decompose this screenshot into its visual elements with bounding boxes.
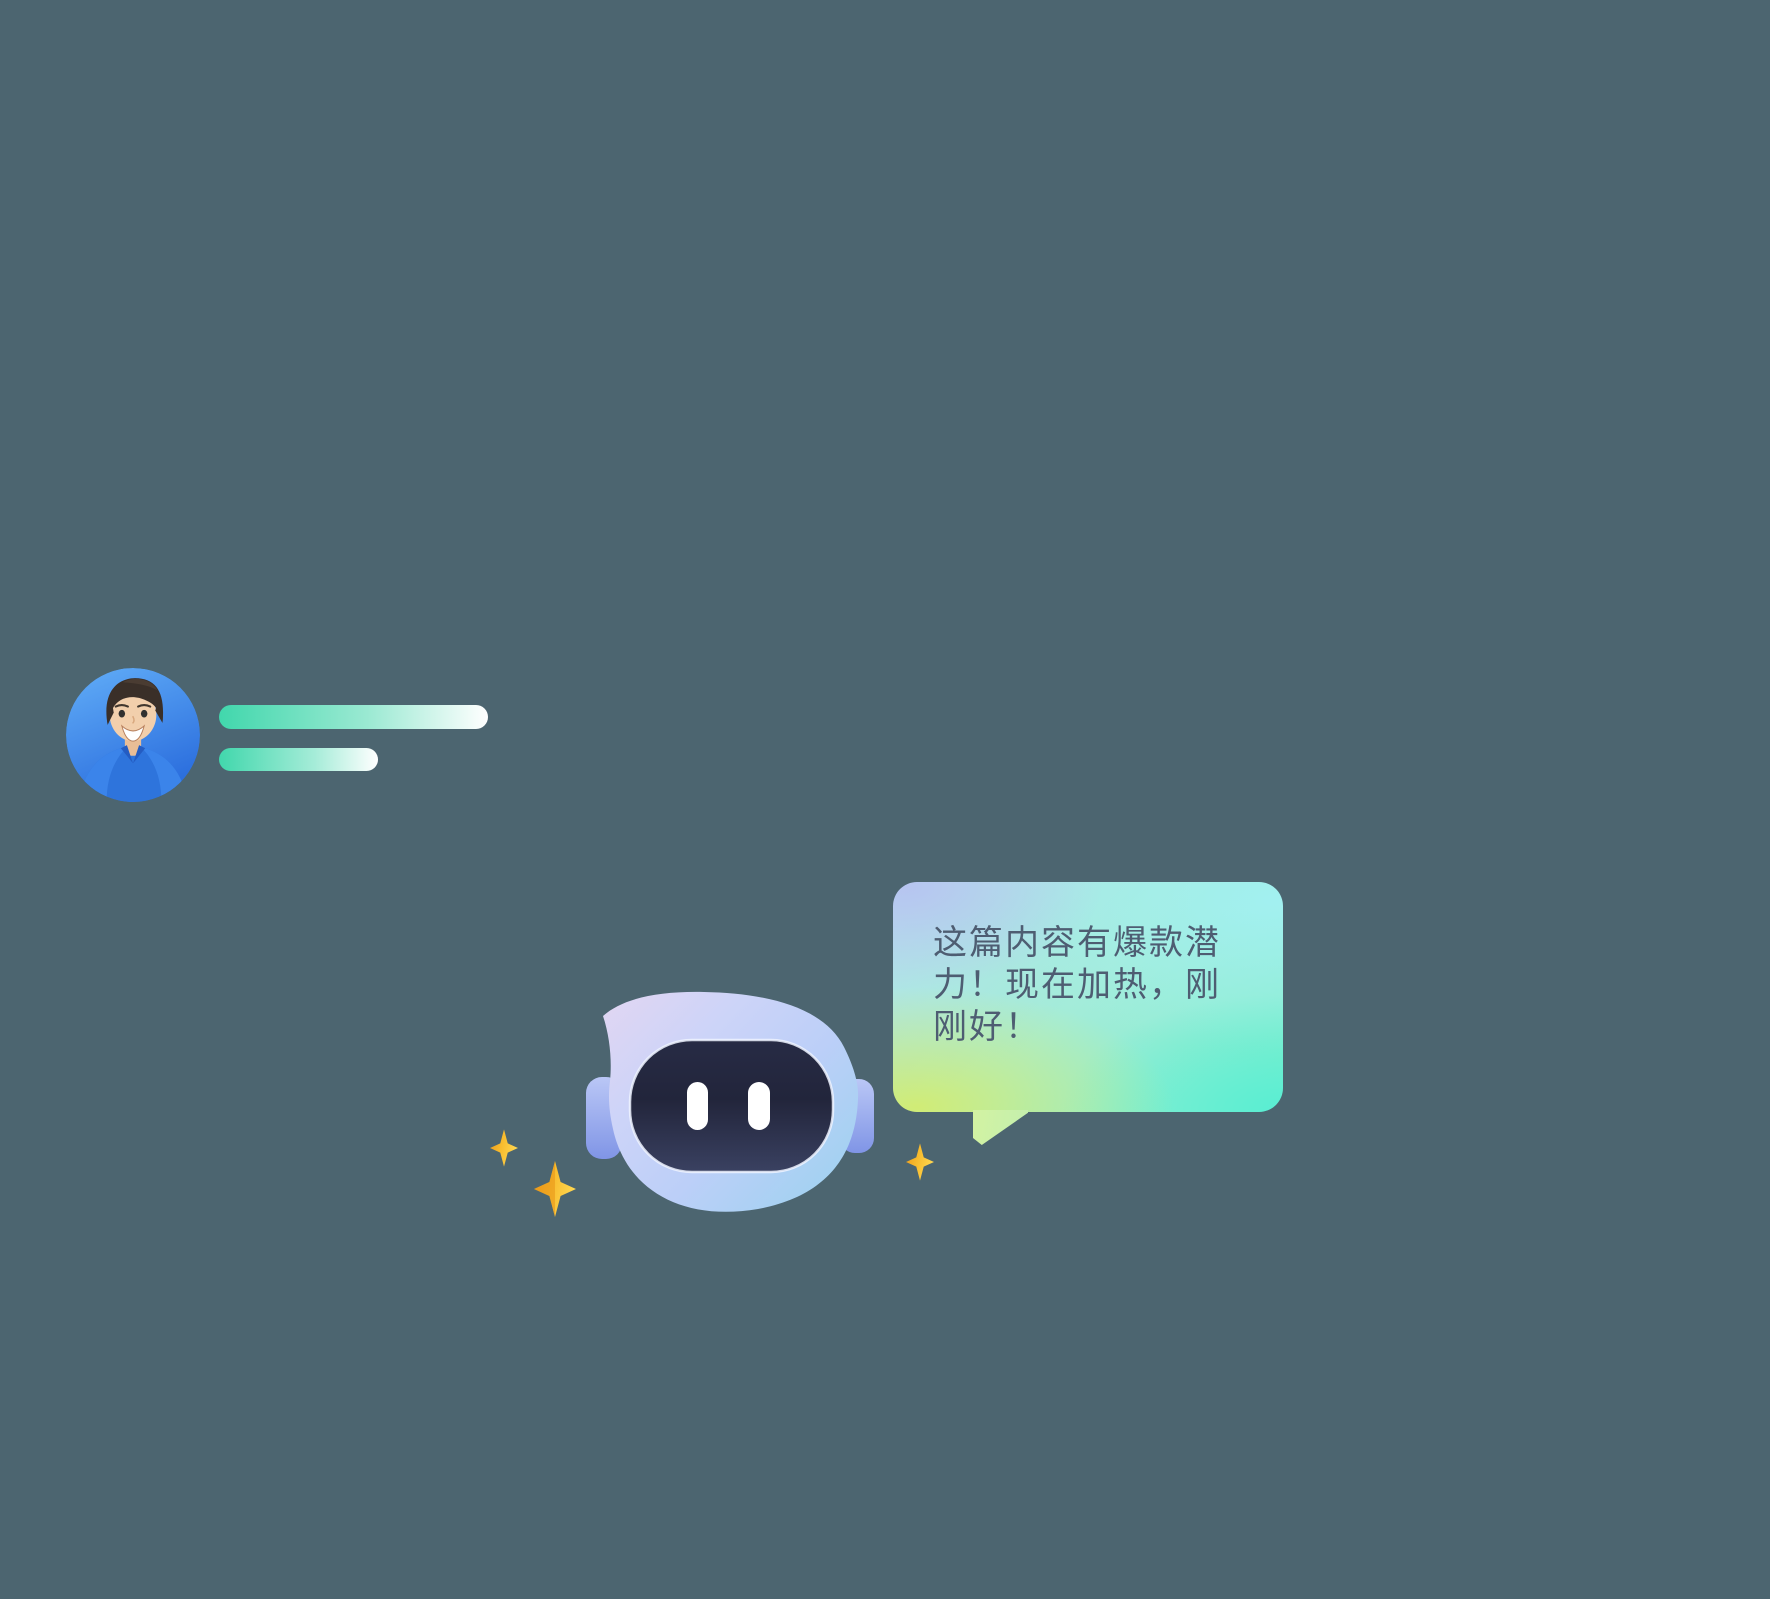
sparkle-icon [490,1128,518,1168]
speech-bubble-tail [973,1110,1028,1145]
skeleton-text-line-2 [219,748,378,771]
robot-right-eye [748,1082,770,1130]
user-avatar [66,668,200,802]
sparkle-icon [534,1158,576,1220]
user-avatar-illustration [66,668,200,802]
bubble-text-line: 这篇内容有爆款潜 [933,924,1221,962]
robot-left-eye [687,1082,708,1130]
assistant-speech-bubble: 这篇内容有爆款潜 力！现在加热，刚 刚好！ [893,882,1283,1112]
skeleton-text-line-1 [219,705,488,729]
bubble-text-line: 刚好！ [933,1008,1041,1046]
bubble-text-line: 力！现在加热，刚 [933,966,1221,1004]
robot-illustration [586,991,874,1212]
robot-face-screen [628,1038,835,1174]
sparkle-icon [906,1142,934,1182]
ai-robot-mascot [586,989,876,1221]
